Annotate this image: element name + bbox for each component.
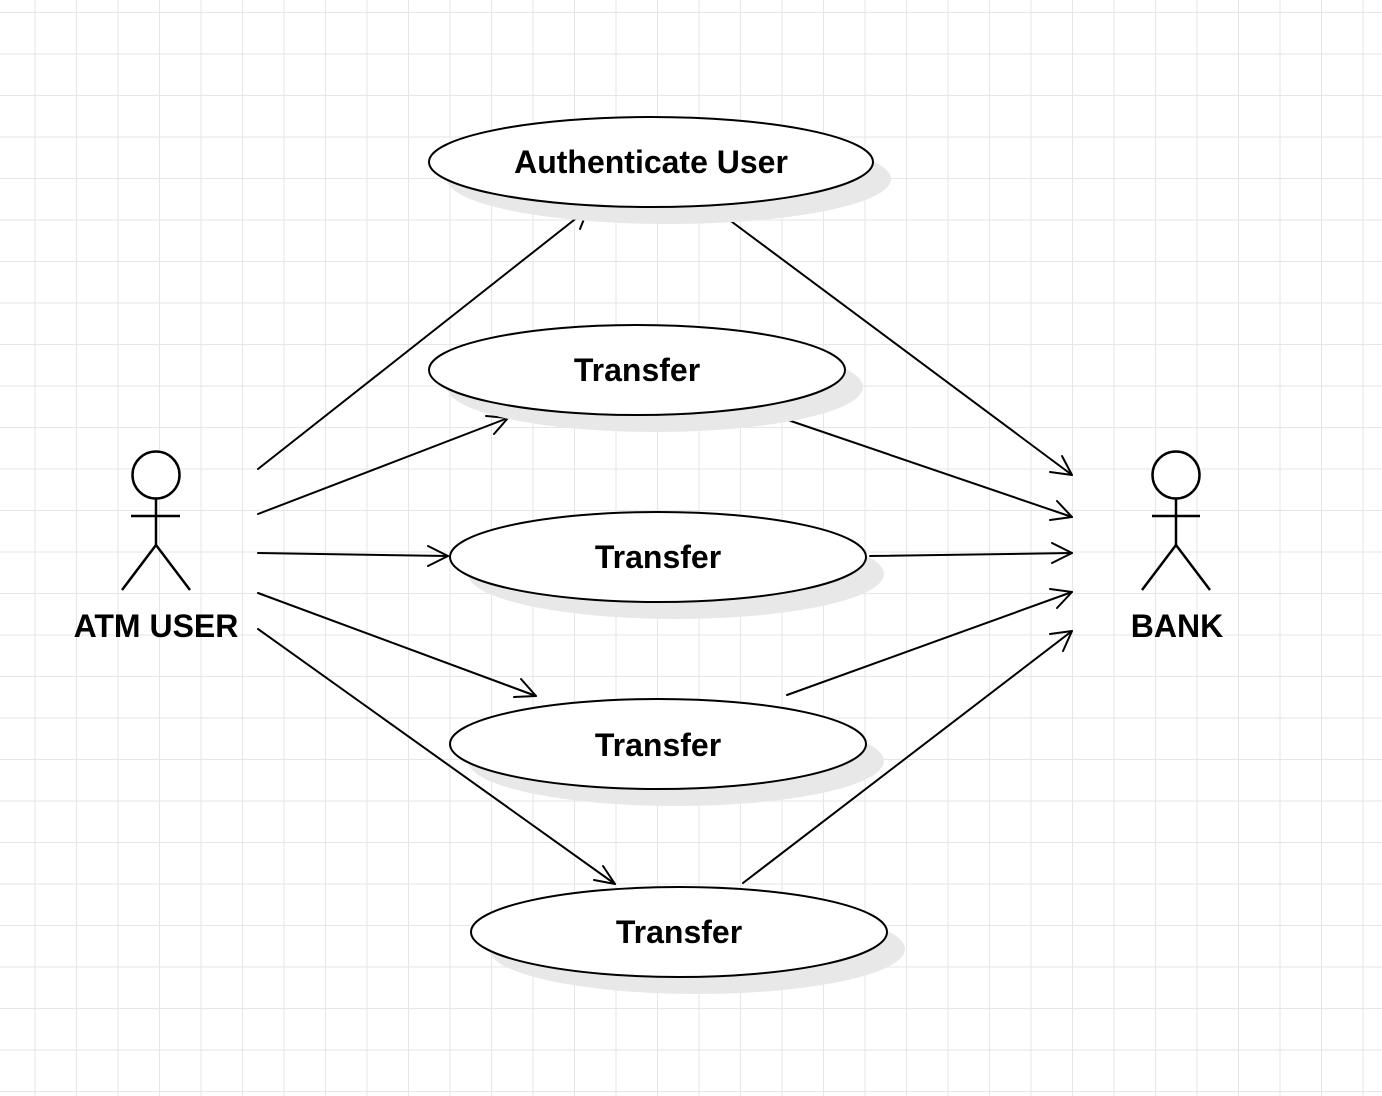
- use-case-ellipse: [428, 116, 874, 208]
- use-case-transfer-1[interactable]: Transfer: [428, 324, 863, 432]
- arrow-transfer-2-to-bank[interactable]: [869, 542, 1073, 564]
- arrow-authenticate-to-bank[interactable]: [715, 209, 1073, 476]
- actor-atm-user-right-leg: [155, 544, 191, 591]
- arrow-user-to-transfer-4[interactable]: [257, 628, 616, 885]
- actor-atm-user-head: [131, 450, 181, 500]
- actor-atm-user-left-leg: [121, 544, 157, 591]
- use-case-transfer-3[interactable]: Transfer: [449, 698, 884, 806]
- use-case-label: Transfer: [595, 539, 721, 575]
- arrow-transfer-4-to-bank[interactable]: [742, 630, 1073, 884]
- use-case-transfer-4[interactable]: Transfer: [470, 886, 905, 994]
- actor-atm-user[interactable]: [121, 450, 191, 591]
- arrow-user-to-transfer-1[interactable]: [257, 415, 509, 515]
- use-case-ellipse: [470, 886, 888, 978]
- actor-bank-right-leg: [1175, 544, 1211, 591]
- arrow-transfer-3-to-bank[interactable]: [786, 588, 1073, 696]
- actor-bank[interactable]: [1141, 450, 1211, 591]
- arrow-user-to-transfer-2[interactable]: [257, 545, 449, 567]
- use-case-ellipse: [428, 324, 846, 416]
- actor-bank-left-leg: [1141, 544, 1177, 591]
- arrow-user-to-transfer-3[interactable]: [257, 592, 537, 698]
- use-case-label: Authenticate User: [514, 144, 788, 180]
- use-case-transfer-2[interactable]: Transfer: [449, 511, 884, 619]
- use-case-label: Transfer: [595, 727, 721, 763]
- actor-atm-user-label: ATM USER: [74, 608, 239, 644]
- actor-bank-head: [1151, 450, 1201, 500]
- actor-bank-label: BANK: [1131, 608, 1223, 644]
- arrow-transfer-1-to-bank[interactable]: [781, 417, 1073, 521]
- use-case-ellipse: [449, 698, 867, 790]
- use-case-label: Transfer: [616, 914, 742, 950]
- use-case-ellipse: [449, 511, 867, 603]
- use-case-label: Transfer: [574, 352, 700, 388]
- use-case-authenticate-user[interactable]: Authenticate User: [428, 116, 891, 224]
